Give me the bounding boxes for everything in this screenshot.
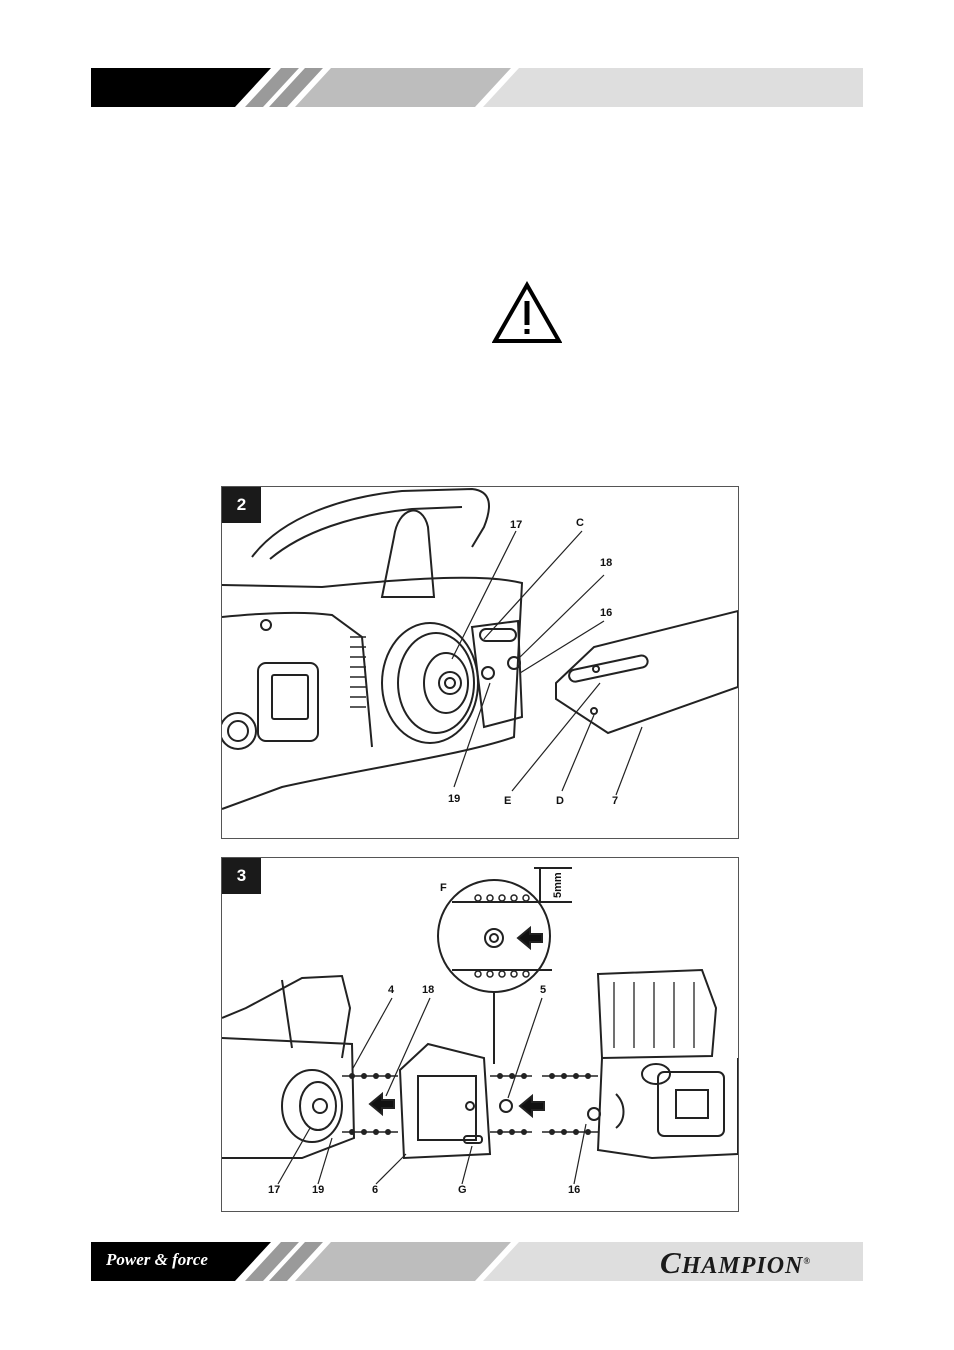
- callout-c: C: [576, 517, 584, 529]
- callout-19: 19: [312, 1184, 324, 1196]
- header-band: [91, 68, 863, 107]
- callout-19: 19: [448, 793, 460, 805]
- callout-e: E: [504, 795, 511, 807]
- footer-slogan: Power & force: [106, 1250, 208, 1270]
- callout-17: 17: [510, 519, 522, 531]
- figure-2-number: 2: [222, 487, 261, 523]
- callout-7: 7: [612, 795, 618, 807]
- brand-registered-mark: ®: [803, 1256, 811, 1266]
- callout-5: 5: [540, 984, 546, 996]
- callout-17: 17: [268, 1184, 280, 1196]
- figure-3-chain-tension: 3 F 5mm 4 18 5 17 19 6 G 16: [221, 857, 739, 1212]
- callout-16: 16: [600, 607, 612, 619]
- callout-16: 16: [568, 1184, 580, 1196]
- chainsaw-bar-illustration: [222, 487, 738, 838]
- figure-3-number: 3: [222, 858, 261, 894]
- figure-2-bar-installation: 2 17 C 18 16 19 E D 7: [221, 486, 739, 839]
- brand-logo: CHAMPION®: [660, 1245, 811, 1281]
- brand-name: HAMPION: [682, 1253, 804, 1279]
- callout-g: G: [458, 1184, 467, 1196]
- callout-18: 18: [600, 557, 612, 569]
- callout-4: 4: [388, 984, 394, 996]
- callout-5mm: 5mm: [552, 872, 564, 898]
- callout-6: 6: [372, 1184, 378, 1196]
- callout-f: F: [440, 882, 447, 894]
- callout-18: 18: [422, 984, 434, 996]
- warning-icon: [492, 281, 562, 350]
- chain-tension-illustration: [222, 858, 738, 1211]
- callout-d: D: [556, 795, 564, 807]
- brand-initial: C: [660, 1245, 682, 1280]
